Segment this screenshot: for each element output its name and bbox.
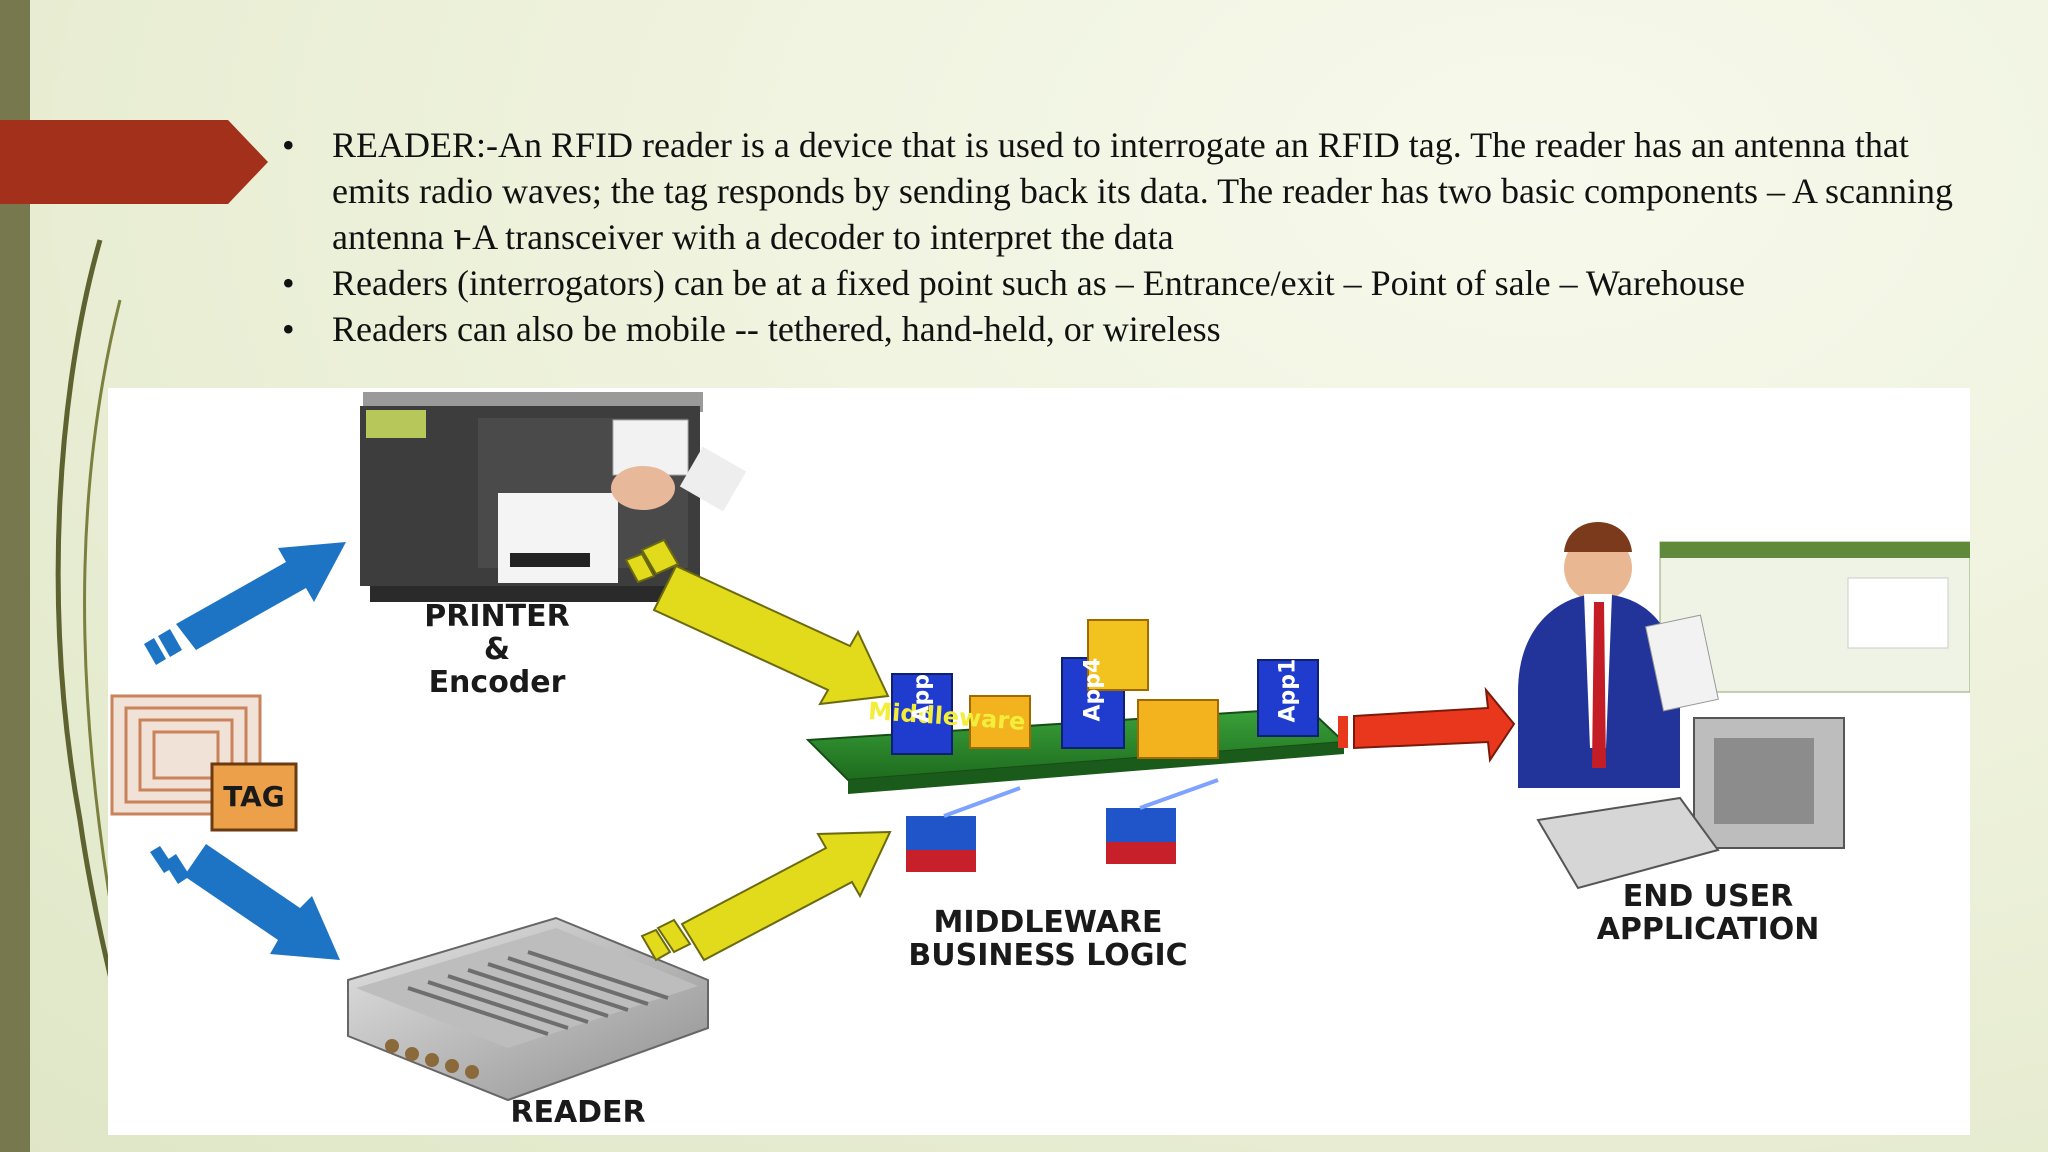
bullet-text: Readers (interrogators) can be at a fixe… <box>332 263 1745 303</box>
bullet-item: • Readers (interrogators) can be at a fix… <box>282 260 1982 306</box>
end-user-label: END USER APPLICATION <box>1596 879 1820 947</box>
end-user-image <box>1518 522 1970 890</box>
bullet-dot: • <box>282 125 295 165</box>
yellow-arrow-to-middleware-top <box>624 538 890 706</box>
bullet-dot: • <box>282 263 295 303</box>
blue-arrow-to-printer <box>144 542 346 665</box>
bullet-text: Readers can also be mobile -- tethered, … <box>332 309 1221 349</box>
rfid-tag-image <box>110 694 298 832</box>
printer-image <box>360 392 747 602</box>
app-box-label: App2 <box>909 658 935 723</box>
rfid-system-diagram: PRINTER & Encoder TAG READER Middleware … <box>108 388 1970 1135</box>
bullet-item: • READER:-An RFID reader is a device that… <box>282 122 1982 260</box>
app-box-label: App1 <box>1275 658 1301 723</box>
yellow-arrow-to-middleware-bottom <box>640 830 892 962</box>
blue-arrow-to-reader <box>150 844 340 960</box>
bullet-item: • Readers can also be mobile -- tethered… <box>282 306 1982 352</box>
reader-label: READER <box>510 1095 646 1130</box>
bullet-dot: • <box>282 309 295 349</box>
middleware-platform <box>805 619 1347 872</box>
red-arrow-to-end-user <box>1338 686 1516 763</box>
app-box-label: App4 <box>1080 657 1106 722</box>
tag-label: TAG <box>223 780 285 813</box>
middleware-label: MIDDLEWARE BUSINESS LOGIC <box>908 905 1188 973</box>
reader-image <box>347 916 709 1102</box>
red-arrow-tab <box>0 120 268 204</box>
bullet-list: • READER:-An RFID reader is a device that… <box>282 122 1982 352</box>
bullet-text: READER:-An RFID reader is a device that … <box>332 125 1953 257</box>
printer-label: PRINTER & Encoder <box>424 599 570 700</box>
